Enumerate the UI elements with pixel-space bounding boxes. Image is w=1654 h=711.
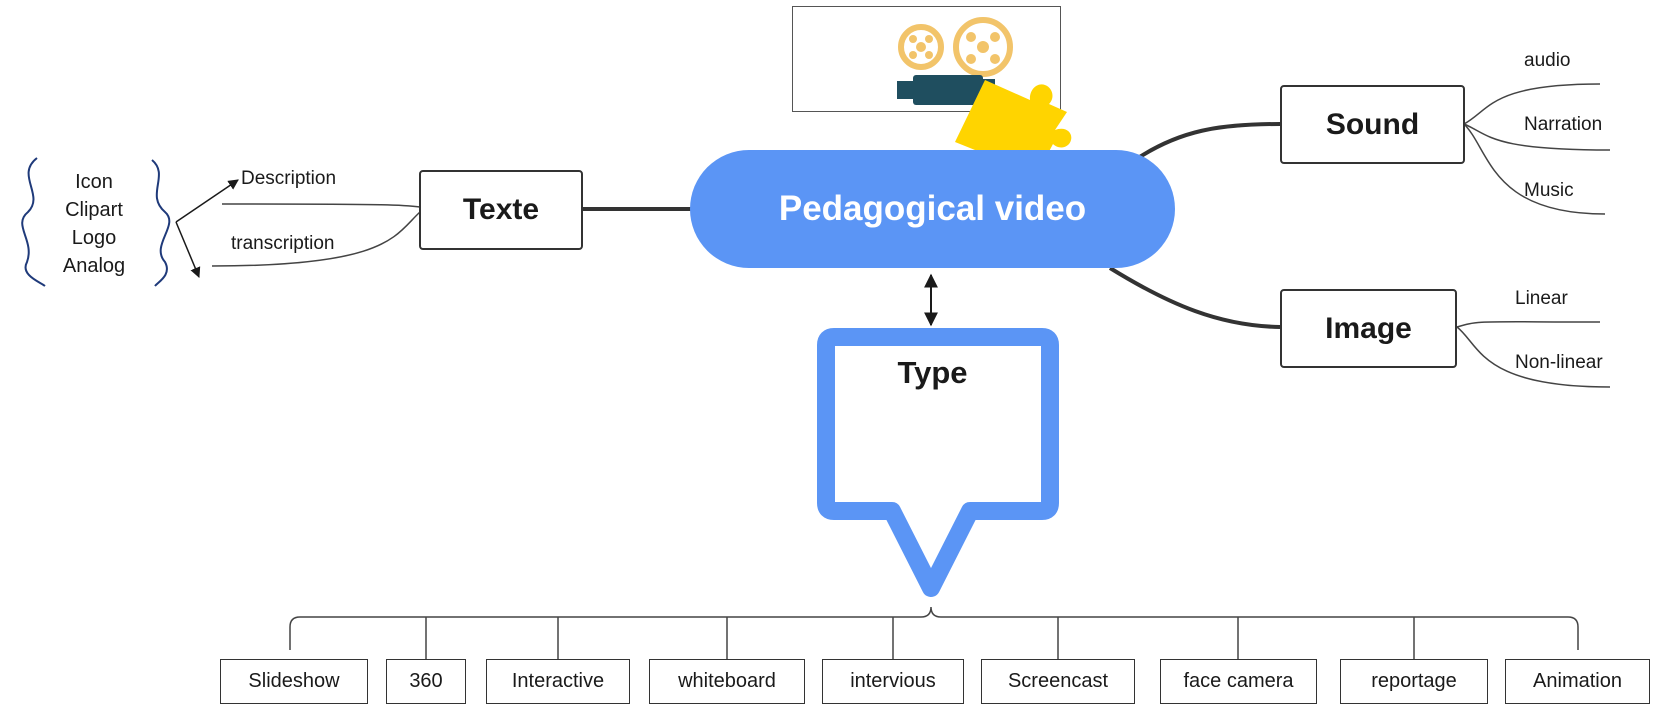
sound-node: Sound [1280, 85, 1465, 164]
type-whiteboard: whiteboard [649, 659, 805, 704]
type-label: 360 [409, 670, 443, 692]
type-tree [289, 606, 1579, 650]
leaf-audio: audio [1524, 50, 1571, 71]
form-item: Clipart [65, 199, 123, 221]
sound-label: Sound [1325, 107, 1420, 141]
connector-texte-description [221, 203, 421, 208]
left-brace [21, 157, 46, 287]
texte-forms-list: Icon Clipart Logo Analog [48, 168, 140, 280]
type-label: Animation [1533, 670, 1622, 692]
type-label: face camera [1183, 670, 1294, 692]
leaf-narration: Narration [1524, 114, 1603, 135]
form-item: Analog [62, 255, 126, 277]
type-label: reportage [1371, 670, 1457, 692]
form-item: Logo [71, 227, 117, 249]
leaf-linear: Linear [1515, 288, 1568, 309]
leaf-non-linear: Non-linear [1515, 352, 1603, 373]
right-brace [151, 159, 171, 287]
video-thumbnail [792, 6, 1061, 112]
type-label: Screencast [1007, 670, 1109, 692]
texte-label: Texte [462, 193, 540, 226]
type-label: Slideshow [248, 670, 340, 692]
type-intervious: intervious [822, 659, 964, 704]
type-animation: Animation [1505, 659, 1650, 704]
central-label: Pedagogical video [778, 189, 1087, 228]
type-reportage: reportage [1340, 659, 1488, 704]
central-node: Pedagogical video [690, 150, 1175, 268]
type-title: Type [897, 355, 968, 390]
film-reel-icon [898, 17, 1013, 77]
type-face-camera: face camera [1160, 659, 1317, 704]
image-label: Image [1325, 311, 1412, 345]
type-label: intervious [850, 670, 936, 692]
type-360: 360 [386, 659, 466, 704]
texte-node: Texte [419, 170, 583, 250]
leaf-description: Description [241, 168, 337, 189]
image-node: Image [1280, 289, 1457, 368]
type-slideshow: Slideshow [220, 659, 368, 704]
leaf-transcription: transcription [231, 233, 335, 254]
film-camera-illustration [897, 17, 1013, 105]
type-callout [817, 328, 1059, 597]
type-interactive: Interactive [486, 659, 630, 704]
connector-texte-transcription [211, 211, 421, 267]
connector-central-sound [1133, 122, 1281, 162]
leaf-music: Music [1524, 180, 1574, 201]
type-label: whiteboard [678, 670, 776, 692]
connector-central-image [1108, 266, 1281, 329]
type-label: Interactive [511, 670, 605, 692]
type-screencast: Screencast [981, 659, 1135, 704]
form-item: Icon [75, 171, 113, 193]
